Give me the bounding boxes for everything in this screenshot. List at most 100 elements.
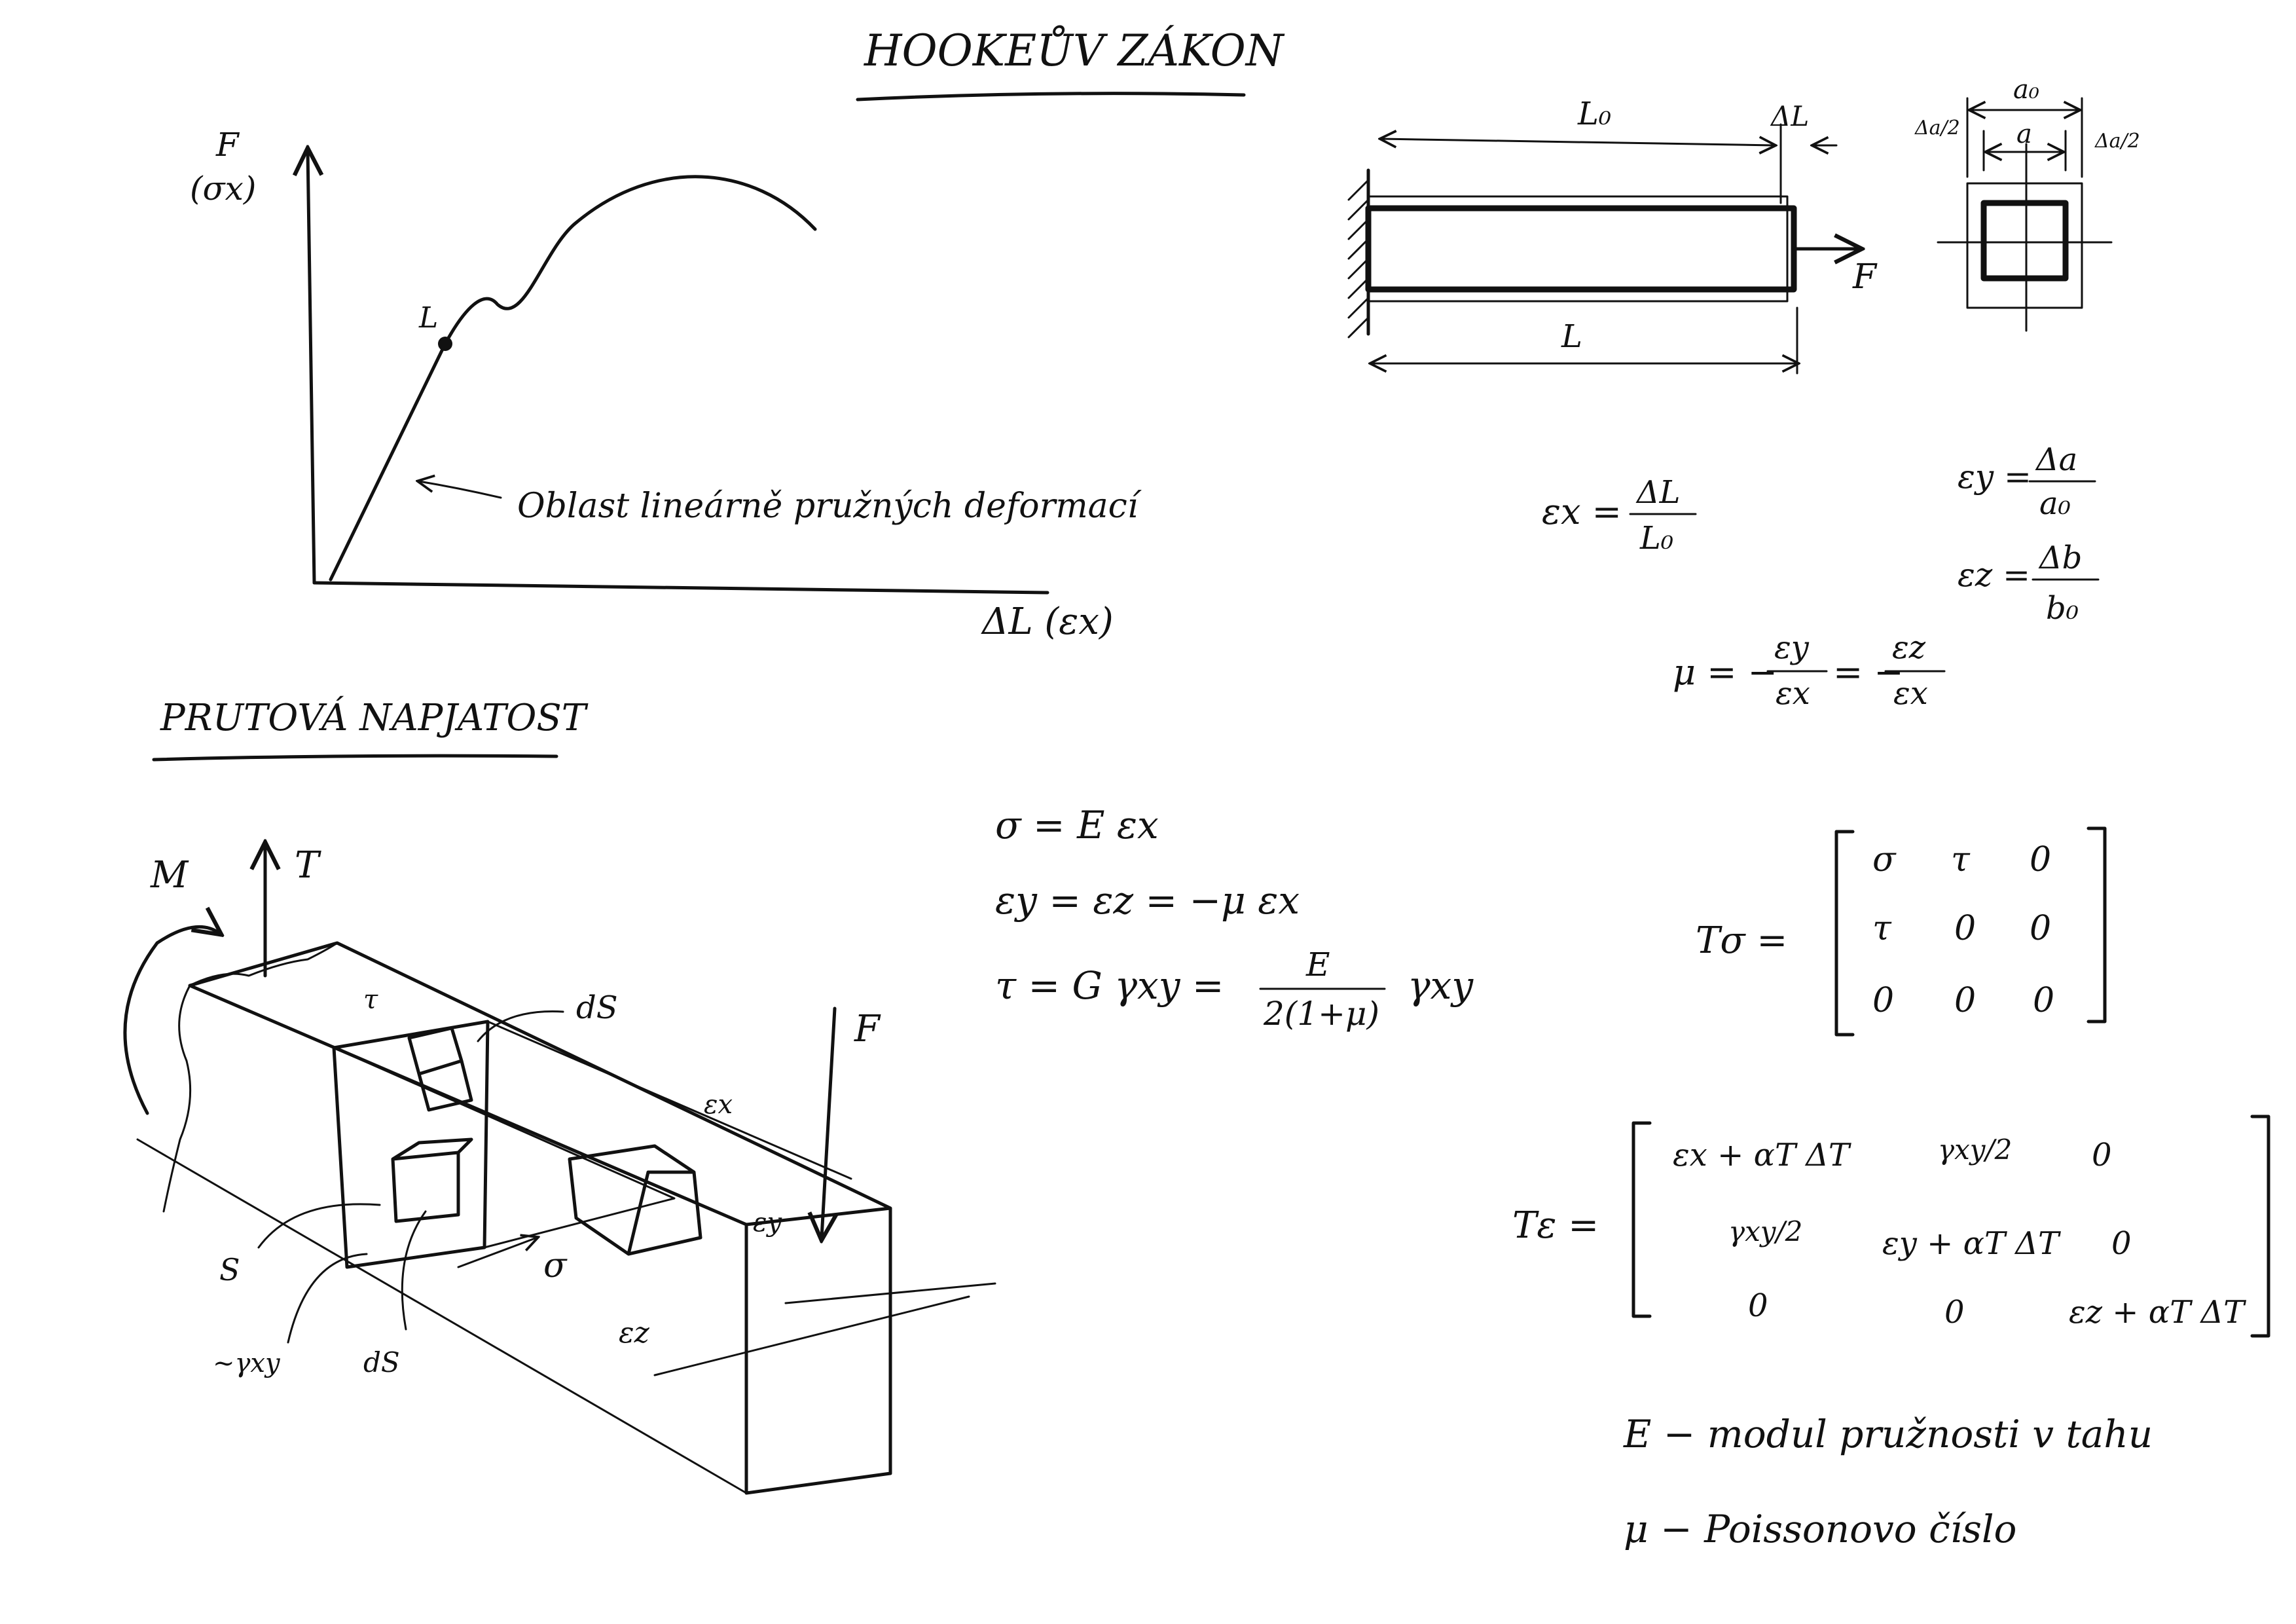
rod-ground-lines xyxy=(136,1138,996,1494)
eq-tau-rhs: γxy xyxy=(1408,963,1474,1008)
strain-ex-num: ΔL xyxy=(1635,474,1681,511)
strain-ex-lhs: εx = xyxy=(1542,491,1622,532)
heading-hooke: HOOKEŮV ZÁKON xyxy=(864,26,1285,76)
strain-tensor-r3c1: 0 xyxy=(1748,1287,1768,1324)
cross-section-original xyxy=(1966,182,2083,309)
stress-tensor-bracket-right xyxy=(2086,826,2107,1024)
cross-section-axes xyxy=(1937,143,2113,332)
stress-tensor-r3c3: 0 xyxy=(2033,981,2054,1020)
stress-tensor-r1c1: σ xyxy=(1872,840,1897,879)
rod-pointer-S xyxy=(257,1203,381,1249)
rod-pointer-gxy xyxy=(287,1253,368,1344)
graph-proportional-limit-point xyxy=(438,337,452,351)
strain-ey-lhs: εy = xyxy=(1958,458,2032,496)
poisson-den2: εx xyxy=(1893,675,1928,712)
stress-tensor: Tσ = σ τ 0 τ 0 0 0 0 0 xyxy=(1696,826,2107,1037)
stress-tensor-r3c1: 0 xyxy=(1872,981,1894,1020)
bar-diagram: L₀ ΔL F L xyxy=(1347,96,1878,375)
stress-tensor-r2c1: τ xyxy=(1872,909,1892,948)
stress-tensor-label: Tσ = xyxy=(1696,919,1787,962)
stress-tensor-r2c3: 0 xyxy=(2030,909,2051,948)
poisson-den1: εx xyxy=(1776,675,1810,712)
eq-eyz: εy = εz = −μ εx xyxy=(995,878,1300,923)
rod-label-dS-top: dS xyxy=(576,989,618,1026)
graph-y-label: F xyxy=(215,126,240,164)
graph-x-axis xyxy=(312,581,1049,595)
strain-ez-lhs: εz = xyxy=(1958,556,2030,594)
legend-E: E − modul pružnosti v tahu xyxy=(1623,1412,2153,1456)
poisson-num2: εz xyxy=(1892,629,1926,666)
strain-ex-den: L₀ xyxy=(1639,520,1673,557)
cross-section-label-da-left: Δa/2 xyxy=(1914,117,1960,139)
graph-y-axis xyxy=(308,151,314,585)
poisson-lhs: μ = − xyxy=(1673,652,1777,693)
rod-pointer-dS-top xyxy=(477,1010,564,1043)
rod-label-tau: τ xyxy=(363,985,378,1015)
rod-sketch: M T F τ dS εx εy εz σ S ~γxy dS xyxy=(123,844,996,1495)
rod-label-F: F xyxy=(854,1008,881,1050)
rod-label-gxy: ~γxy xyxy=(213,1348,281,1378)
bar-label-L: L xyxy=(1561,318,1582,355)
rod-element-top xyxy=(407,1026,473,1112)
cross-section-label-a: a xyxy=(2016,119,2032,149)
strain-ey-den: a₀ xyxy=(2039,485,2071,522)
cross-section-label-a0: a₀ xyxy=(2013,75,2039,105)
rod-element-face xyxy=(391,1137,473,1223)
rod-cut-plane-diagonal xyxy=(333,1020,852,1249)
graph-y-sublabel: (σx) xyxy=(190,170,256,208)
stress-tensor-r1c3: 0 xyxy=(2030,840,2051,879)
stress-tensor-r1c2: τ xyxy=(1951,840,1971,879)
graph-note: Oblast lineárně pružných deformací xyxy=(517,487,1142,526)
bar-label-dL: ΔL xyxy=(1770,100,1809,132)
rod-label-sigma: σ xyxy=(543,1246,568,1285)
bar-wall-hatch xyxy=(1347,179,1370,339)
eq-tau-den: 2(1+μ) xyxy=(1263,995,1379,1033)
rod-label-ey: εy xyxy=(753,1208,782,1238)
bar-deformed-outline xyxy=(1365,205,1797,293)
rod-label-M: M xyxy=(150,854,189,896)
stress-tensor-r2c2: 0 xyxy=(1954,909,1976,948)
eq-sigma: σ = E εx xyxy=(995,803,1159,847)
strain-definitions: εx = ΔL L₀ εy = Δa a₀ εz = Δb b₀ μ = − ε… xyxy=(1542,441,2100,712)
graph-curve xyxy=(329,175,817,581)
constitutive-equations: σ = E εx εy = εz = −μ εx τ = G γxy = E 2… xyxy=(995,803,1474,1033)
bar-original-outline xyxy=(1367,195,1789,303)
legend-mu: μ − Poissonovo číslo xyxy=(1624,1507,2016,1551)
strain-tensor-r1c2: γxy/2 xyxy=(1938,1134,2012,1166)
strain-tensor-bracket-right xyxy=(2250,1115,2270,1338)
rod-arrow-sigma xyxy=(457,1238,537,1268)
rod-moment-M xyxy=(123,927,219,1115)
strain-tensor-bracket-left xyxy=(1631,1121,1652,1318)
strain-tensor-r2c2: εy + αT ΔT xyxy=(1882,1225,2061,1262)
heading-hooke-underline xyxy=(856,92,1246,101)
graph-note-pointer xyxy=(419,481,502,499)
graph-x-label: ΔL (εx) xyxy=(981,600,1114,643)
rod-block-broken-top xyxy=(189,942,338,987)
strain-tensor-r1c3: 0 xyxy=(2092,1137,2112,1173)
poisson-num1: εy xyxy=(1774,629,1810,666)
bar-label-L0: L₀ xyxy=(1577,96,1611,132)
eq-tau-lhs: τ = G γxy = xyxy=(995,963,1224,1008)
cross-section-deformed xyxy=(1980,200,2069,282)
heading-rod-underline xyxy=(152,754,558,762)
bar-label-F: F xyxy=(1852,257,1878,297)
rod-label-ex: εx xyxy=(704,1090,733,1120)
strain-tensor-label: Tε = xyxy=(1512,1204,1599,1247)
strain-ey-num: Δa xyxy=(2035,441,2077,478)
cross-section-label-da-right: Δa/2 xyxy=(2094,130,2140,153)
stress-tensor-r3c2: 0 xyxy=(1954,981,1976,1020)
strain-tensor-r3c2: 0 xyxy=(1944,1294,1965,1331)
rod-arrow-F xyxy=(822,1006,835,1238)
stress-strain-graph: F (σx) L Oblast lineárně pružných deform… xyxy=(190,126,1142,643)
strain-tensor-r2c1: γxy/2 xyxy=(1728,1215,1802,1247)
strain-ez-den: b₀ xyxy=(2046,590,2079,627)
rod-pointer-dS xyxy=(401,1210,427,1331)
cross-section-ext xyxy=(1966,97,2083,178)
rod-element-right xyxy=(568,1144,702,1256)
cross-section-diagram: a₀ a Δa/2 Δa/2 xyxy=(1914,75,2140,332)
strain-ez-num: Δb xyxy=(2038,540,2082,576)
rod-label-dS-bottom: dS xyxy=(363,1346,400,1378)
graph-point-label: L xyxy=(418,301,438,335)
stress-tensor-bracket-left xyxy=(1834,830,1855,1037)
rod-label-S: S xyxy=(219,1252,240,1287)
